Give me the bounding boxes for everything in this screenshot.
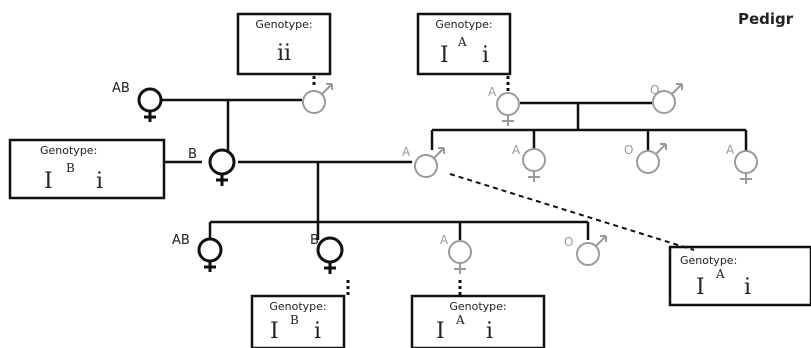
genotype-value: ii [277,41,291,66]
genotype-box-ii: Genotype: ii [236,12,332,76]
genotype-label: Genotype: [449,300,506,313]
box-connector-dashed [449,173,695,251]
genotype-box-top-ia-i: Genotype: I A i [416,12,512,76]
male-symbol-father-grey [414,147,445,178]
male-symbol-gp-right-grey [652,83,683,114]
genotype-allele: I [440,43,449,68]
genotype-label: Genotype: [680,254,737,267]
blood-type-label: A [726,143,735,157]
genotype-allele-second: i [96,169,103,194]
blood-type-label: B [310,233,319,248]
female-symbol-child-ab [197,237,223,272]
female-symbol-child-grey [448,240,472,274]
blood-type-label: B [188,147,197,162]
male-symbol-sibling-grey [636,143,667,174]
female-symbol-sibling-grey-2 [734,150,758,184]
genotype-allele: I [44,169,53,194]
pedigree-heading: Pedigr [738,10,794,28]
genotype-allele: I [696,275,705,300]
genotype-box-father-ia-i: Genotype: I A i [668,245,811,307]
male-symbol-gp-grey [302,83,333,114]
blood-type-label: AB [112,81,130,96]
genotype-label: Genotype: [255,18,312,31]
genotype-box-mother-ib-i: Genotype: I B i [8,138,166,200]
genotype-allele-second: i [744,275,751,300]
blood-type-label: O [564,235,573,249]
genotype-superscript: B [290,313,299,327]
male-symbol-child-grey [576,235,607,266]
genotype-label: Genotype: [435,18,492,31]
female-symbol-sibling-grey [522,148,546,182]
blood-type-label: O [624,143,633,157]
female-symbol-mother-b [208,148,236,186]
genotype-box-child-ib-i: Genotype: I B i [250,294,346,348]
genotype-allele-second: i [482,43,489,68]
blood-type-label: AB [172,233,190,248]
genotype-superscript: B [66,161,75,175]
genotype-allele: I [270,319,279,344]
female-symbol-child-b [316,236,344,274]
genotype-superscript: A [455,313,465,327]
female-symbol-gp-ab [137,87,163,122]
genotype-superscript: A [715,267,725,281]
genotype-allele: I [436,319,445,344]
genotype-box-child-ia-i: Genotype: I A i [410,294,546,348]
genotype-label: Genotype: [40,144,97,157]
genotype-allele-second: i [314,319,321,344]
genotype-superscript: A [457,35,467,49]
female-symbol-gp-right-grey [496,92,520,126]
blood-type-label: A [402,145,411,159]
genotype-allele-second: i [486,319,493,344]
genotype-label: Genotype: [269,300,326,313]
blood-type-label: A [440,233,449,247]
blood-type-label: A [488,85,497,99]
blood-type-label: O [650,83,659,97]
blood-type-label: A [512,143,521,157]
